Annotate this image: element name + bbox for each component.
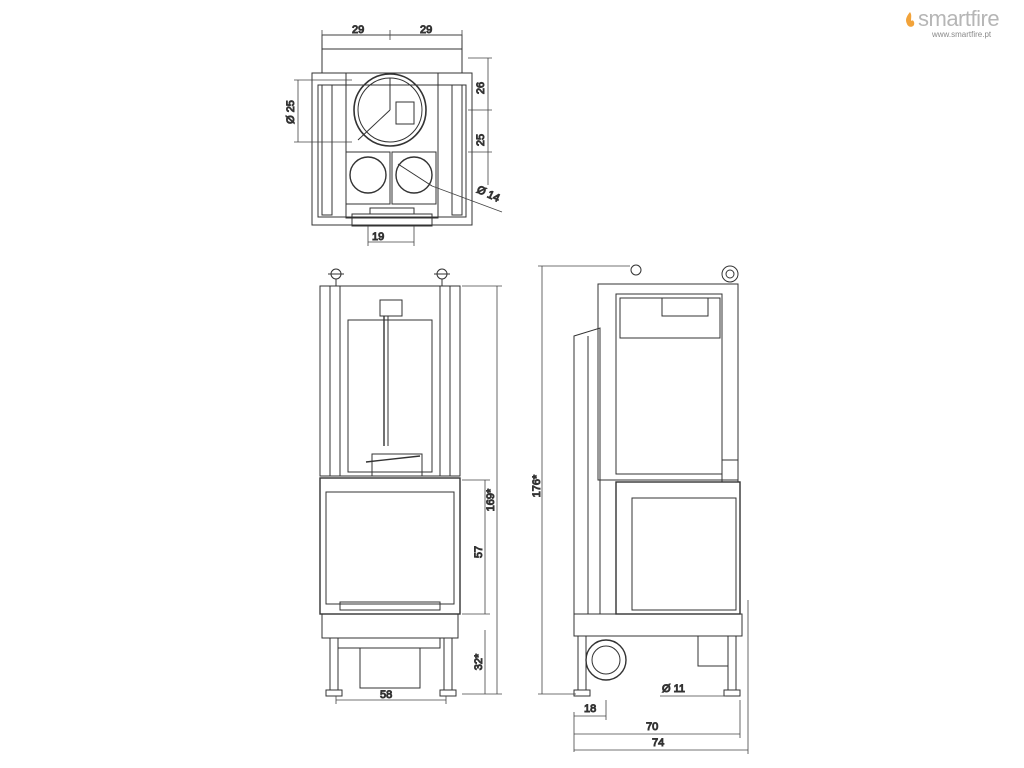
right-rail (451, 84, 463, 216)
top-flange (321, 34, 463, 50)
side-view: 176* Ø 11 18 70 74 (531, 264, 749, 754)
side-base (573, 613, 743, 637)
top-body-inner (317, 84, 467, 218)
side-upper-frame (597, 283, 739, 481)
front-convection-chamber (347, 319, 433, 473)
dim-side-air-inlet: Ø 11 (662, 683, 685, 695)
front-leg-left (329, 637, 339, 691)
flue-outlet (353, 73, 427, 147)
dim-front-leg-height: 32* (473, 653, 485, 670)
top-dim-lines (294, 30, 503, 246)
side-leg-rear (577, 635, 587, 691)
front-leg-right (443, 637, 453, 691)
air-inlet-right (395, 156, 433, 194)
brand-logo: smartfire www.smartfire.pt (904, 6, 1016, 40)
front-dim-lines (335, 285, 502, 704)
flame-icon (906, 12, 915, 27)
dim-top-height: 26 (475, 82, 487, 94)
dim-air-diameter: Ø 14 (475, 184, 502, 205)
front-firebox (319, 477, 461, 615)
front-left-post (329, 285, 341, 477)
side-damper-housing (619, 297, 721, 339)
air-box-left (345, 151, 391, 205)
dim-front-base-width: 58 (380, 689, 392, 701)
air-box-right (391, 151, 437, 205)
side-latch (721, 459, 739, 483)
side-rear-channel (573, 327, 601, 615)
side-foot-front (723, 689, 741, 697)
dim-side-depth-outer: 74 (652, 737, 664, 749)
left-rail (321, 84, 333, 216)
dim-front-total-height: 169* (485, 488, 497, 511)
front-ash-box (359, 647, 421, 689)
top-view: 29 29 19 26 25 Ø 25 Ø 14 (285, 24, 503, 246)
side-ash-box (697, 635, 729, 667)
front-right-post (439, 285, 451, 477)
flue-damper (395, 101, 415, 125)
dim-side-offset: 18 (584, 703, 596, 715)
dim-top-bottom-width: 19 (372, 231, 384, 243)
front-glass (325, 491, 455, 605)
side-foot-rear (573, 689, 591, 697)
side-firebox (615, 481, 741, 615)
bottom-plate (351, 213, 433, 227)
front-view: 169* 57 32* 58 (319, 268, 502, 704)
dim-top-left-width: 29 (352, 24, 364, 36)
dim-side-total-height: 176* (531, 474, 543, 497)
flue-diagonal (357, 109, 391, 141)
side-damper (661, 297, 709, 317)
front-upper-frame (319, 285, 461, 477)
dim-front-glass-height: 57 (473, 546, 485, 558)
dim-top-mid-height: 25 (475, 134, 487, 146)
air-diagonal (397, 163, 433, 187)
top-frame (321, 48, 463, 74)
dim-top-right-width: 29 (420, 24, 432, 36)
side-leg-front (727, 635, 737, 691)
front-foot-left (325, 689, 343, 697)
front-grate (339, 601, 441, 611)
dim-flue-diameter: Ø 25 (285, 100, 297, 124)
front-foot-right (439, 689, 457, 697)
air-inlet-left (349, 156, 387, 194)
side-lifting-hook (630, 264, 642, 276)
damper-lever (371, 453, 423, 477)
side-inner-frame (615, 293, 723, 475)
front-base (321, 613, 459, 639)
side-glass (631, 497, 737, 611)
side-flue-collar (721, 265, 739, 283)
brand-url: www.smartfire.pt (932, 30, 992, 39)
top-body-outline (311, 72, 473, 226)
front-base-plate (337, 637, 441, 649)
front-damper-box (379, 299, 403, 317)
bottom-tab (369, 207, 415, 215)
dim-side-depth-inner: 70 (646, 721, 658, 733)
side-dim-lines (538, 265, 749, 754)
brand-name: smartfire (918, 6, 1000, 31)
